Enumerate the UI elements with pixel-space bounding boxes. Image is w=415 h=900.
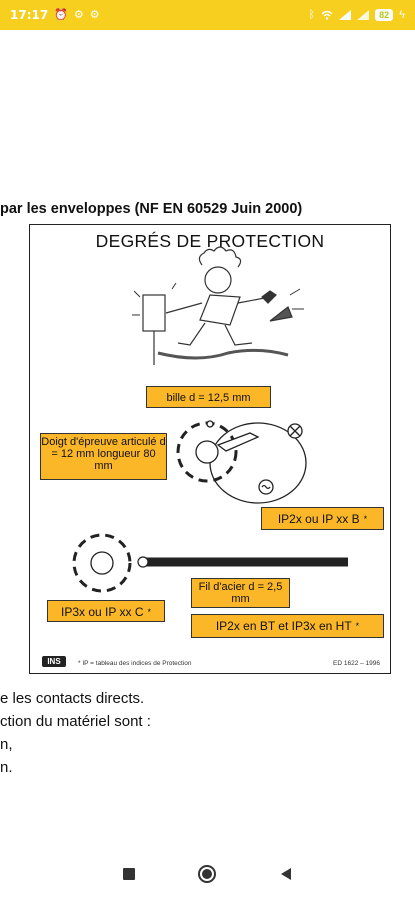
- label-bille: bille d = 12,5 mm: [146, 386, 271, 408]
- alarm-icon: ⏰: [54, 8, 68, 21]
- figure-illustration: [72, 246, 348, 593]
- ball-and-wire-diagram: [72, 533, 348, 593]
- status-bar: 17:17 ⏰ ⚙ ⚙ ᛒ 82 ϟ: [0, 0, 415, 30]
- label-ip3x: IP3x ou IP xx C*: [47, 600, 165, 622]
- settings-icon: ⚙: [73, 8, 84, 21]
- body-line-3: n,: [0, 736, 13, 753]
- battery-icon: 82: [375, 9, 394, 21]
- charging-icon: ϟ: [399, 8, 405, 21]
- bluetooth-icon: ᛒ: [308, 8, 316, 21]
- body-line-4: n.: [0, 759, 13, 776]
- home-button[interactable]: [192, 859, 222, 889]
- section-heading: par les enveloppes (NF EN 60529 Juin 200…: [0, 201, 303, 217]
- recents-square-icon: [123, 868, 136, 880]
- label-ip2x: IP2x ou IP xx B*: [261, 507, 384, 530]
- navigation-bar: [0, 848, 415, 900]
- signal-icon: [357, 10, 370, 20]
- label-fil: Fil d'acier d = 2,5 mm: [191, 578, 290, 608]
- signal-icon: [339, 10, 352, 20]
- protection-figure: DEGRÉS DE PROTECTION: [29, 224, 391, 674]
- figure-footnote: * IP = tableau des indices de Protection: [78, 660, 192, 667]
- recents-button[interactable]: [114, 859, 144, 889]
- ins-logo: INS: [42, 656, 66, 667]
- figure-title: DEGRÉS DE PROTECTION: [95, 231, 325, 251]
- home-circle-icon: [198, 865, 217, 883]
- wifi-icon: [321, 10, 333, 20]
- back-triangle-icon: [280, 868, 291, 880]
- label-ip2x-bt: IP2x en BT et IP3x en HT*: [191, 614, 384, 638]
- body-line-1: e les contacts directs.: [0, 690, 145, 707]
- label-doigt: Doigt d'épreuve articulé d = 12 mm longu…: [40, 433, 167, 480]
- settings-icon: ⚙: [89, 8, 100, 21]
- shocked-man-illustration: [132, 246, 304, 365]
- back-button[interactable]: [271, 859, 301, 889]
- body-line-2: ction du matériel sont :: [0, 713, 151, 730]
- figure-reference: ED 1622 – 1996: [333, 660, 380, 667]
- finger-probe-diagram: [176, 420, 307, 504]
- status-time: 17:17: [10, 8, 49, 22]
